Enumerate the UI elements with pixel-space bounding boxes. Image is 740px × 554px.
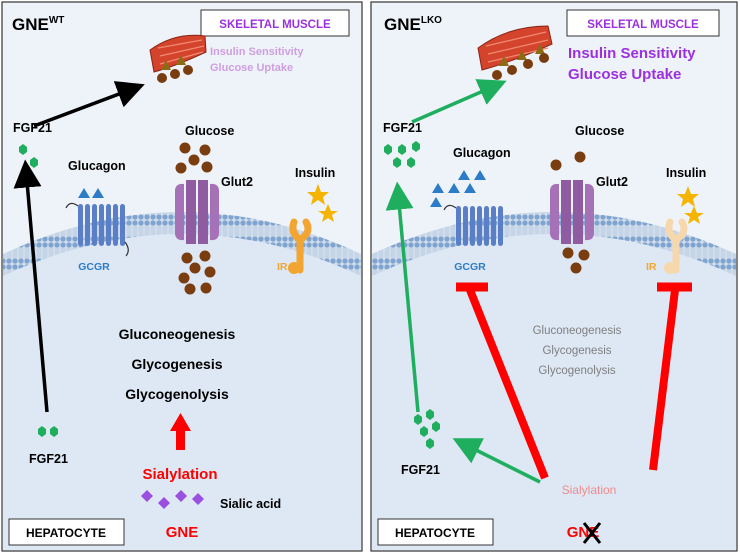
wt-title: GNEWT (12, 15, 64, 34)
wt-gcgr-receptor (65, 202, 129, 257)
lko-gne-label: GNE (567, 524, 600, 541)
lko-inhibit-gcgr (456, 282, 549, 480)
lko-insulin-sensitivity-label: Insulin Sensitivity (568, 45, 696, 62)
lko-fgf21-top-hexagons (384, 141, 420, 168)
wt-insulin-stars (307, 184, 338, 222)
lko-glucagon-label: Glucagon (453, 146, 511, 160)
wt-panel: GNEWT SKELETAL MUSCLE Insulin Sensitivit… (1, 1, 363, 552)
wt-muscle-box-label: SKELETAL MUSCLE (219, 19, 331, 31)
wt-glucose-label: Glucose (185, 124, 234, 138)
lko-glycogenolysis-label: Glycogenolysis (538, 365, 616, 377)
wt-glucagon-label: Glucagon (68, 159, 126, 173)
lko-gluconeogenesis-label: Gluconeogenesis (533, 325, 622, 337)
wt-glucagon-triangles (78, 188, 104, 198)
lko-knockout-x-icon (582, 522, 602, 544)
wt-gcgr-label: GCGR (78, 261, 110, 273)
lko-insulin-label: Insulin (666, 166, 706, 180)
wt-sialylation-label: Sialylation (142, 466, 217, 483)
wt-gne-label: GNE (166, 524, 199, 541)
wt-skeletal-muscle-icon (149, 34, 207, 83)
wt-fgf21-bottom-label: FGF21 (29, 452, 68, 466)
lko-hepatocyte-label: HEPATOCYTE (395, 526, 475, 540)
lko-fgf21-to-muscle-arrow (411, 79, 507, 124)
lko-muscle-box-label: SKELETAL MUSCLE (587, 19, 699, 31)
wt-sialic-acid-label: Sialic acid (220, 497, 281, 511)
wt-glycogenolysis-label: Glycogenolysis (125, 386, 229, 402)
lko-glucose-uptake-label: Glucose Uptake (568, 66, 681, 83)
lko-glucose-inside (562, 247, 590, 274)
lko-muscle-box (566, 9, 720, 37)
lko-glut2-label: Glut2 (596, 175, 628, 189)
wt-glut2-label: Glut2 (221, 175, 253, 189)
lko-fgf21-secretion-arrow (385, 181, 420, 413)
wt-glut2-transporter (175, 180, 219, 244)
lko-insulin-receptor (664, 218, 688, 274)
wt-insulin-receptor (288, 218, 312, 274)
lko-glucagon-triangles (430, 170, 486, 207)
lko-glucose-outside (550, 151, 586, 171)
wt-insulin-label: Insulin (295, 166, 335, 180)
wt-glucose-outside (175, 142, 213, 174)
wt-gluconeogenesis-label: Gluconeogenesis (119, 326, 236, 342)
wt-fgf21-to-muscle-arrow (33, 81, 145, 128)
wt-insulin-sensitivity-label: Insulin Sensitivity (210, 46, 304, 58)
lko-fgf21-top-label: FGF21 (383, 121, 422, 135)
lko-hepatocyte-box (377, 518, 494, 546)
lko-panel: GNELKO SKELETAL MUSCLE Insulin Sensitivi… (370, 1, 738, 552)
wt-glycogenesis-label: Glycogenesis (131, 356, 222, 372)
wt-ir-label: IR (277, 261, 288, 273)
lko-fgf21-bottom-label: FGF21 (401, 463, 440, 477)
lko-sialylation-to-fgf21-arrow (452, 438, 541, 484)
wt-upregulation-arrow (170, 413, 191, 450)
wt-fgf21-secretion-arrow (13, 159, 49, 413)
wt-glucose-uptake-label: Glucose Uptake (210, 62, 293, 74)
wt-fgf21-bottom-hexagons (38, 426, 58, 437)
lko-title: GNELKO (384, 15, 442, 34)
lko-glut2-transporter (550, 180, 594, 244)
lko-inhibit-ir (649, 282, 692, 471)
lko-hepatocyte-cell (372, 222, 736, 550)
lko-insulin-stars (677, 186, 704, 224)
lko-sialylation-label: Sialylation (562, 483, 617, 497)
wt-glucose-inside (178, 250, 216, 295)
wt-hepatocyte-cell (3, 222, 361, 550)
lko-glycogenesis-label: Glycogenesis (542, 345, 611, 357)
wt-muscle-box (200, 9, 350, 37)
wt-sialic-acid-diamonds (141, 490, 204, 509)
lko-fgf21-bottom-hexagons (414, 409, 440, 449)
wt-hepatocyte-box (8, 518, 125, 546)
lko-skeletal-muscle-icon (477, 25, 553, 80)
wt-hepatocyte-label: HEPATOCYTE (26, 526, 106, 540)
lko-ir-label: IR (646, 261, 657, 273)
lko-glucose-label: Glucose (575, 124, 624, 138)
lko-gcgr-receptor (443, 204, 503, 246)
lko-gcgr-label: GCGR (454, 261, 486, 273)
